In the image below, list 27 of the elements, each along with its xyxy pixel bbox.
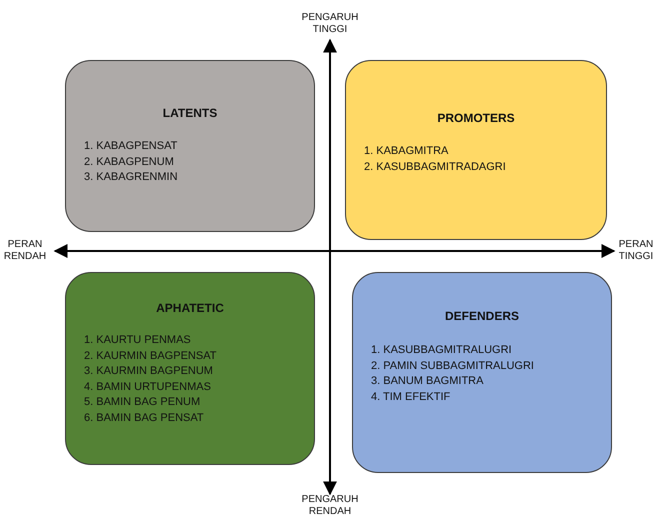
- axis-label: PERAN TINGGI: [618, 239, 654, 263]
- quadrant-box: [65, 272, 315, 465]
- axis-label: PERAN RENDAH: [2, 239, 48, 263]
- list-item: 2. KAURMIN BAGPENSAT: [84, 348, 216, 364]
- list-item: 2. KABAGPENUM: [84, 154, 174, 170]
- list-item: 4. TIM EFEKTIF: [371, 390, 450, 404]
- list-item: 1. KAURTU PENMAS: [84, 333, 191, 348]
- quadrant-heading: LATENTS: [162, 106, 218, 120]
- list-item: 1. KASUBBAGMITRALUGRI: [371, 343, 512, 358]
- list-item: 4. BAMIN URTUPENMAS: [84, 380, 211, 394]
- list-item: 3. KAURMIN BAGPENUM: [84, 364, 213, 379]
- list-item: 6. BAMIN BAG PENSAT: [84, 410, 204, 426]
- quadrant-box: [65, 60, 315, 232]
- list-item: 1. KABAGMITRA: [364, 144, 448, 159]
- list-item: 2. PAMIN SUBBAGMITRALUGRI: [371, 358, 534, 374]
- axis-label: PENGARUH RENDAH: [300, 494, 360, 518]
- list-item: 3. BANUM BAGMITRA: [371, 374, 484, 389]
- list-item: 3. KABAGRENMIN: [84, 170, 178, 185]
- list-item: 5. BAMIN BAG PENUM: [84, 395, 200, 410]
- quadrant-heading: APHATETIC: [155, 301, 225, 315]
- list-item: 2. KASUBBAGMITRADAGRI: [364, 160, 506, 174]
- axis-label: PENGARUH TINGGI: [300, 12, 360, 36]
- quadrant-heading: DEFENDERS: [444, 309, 520, 323]
- quadrant-box: [352, 272, 612, 473]
- quadrant-heading: PROMOTERS: [436, 111, 516, 125]
- list-item: 1. KABAGPENSAT: [84, 139, 178, 154]
- quadrant-box: [345, 60, 607, 240]
